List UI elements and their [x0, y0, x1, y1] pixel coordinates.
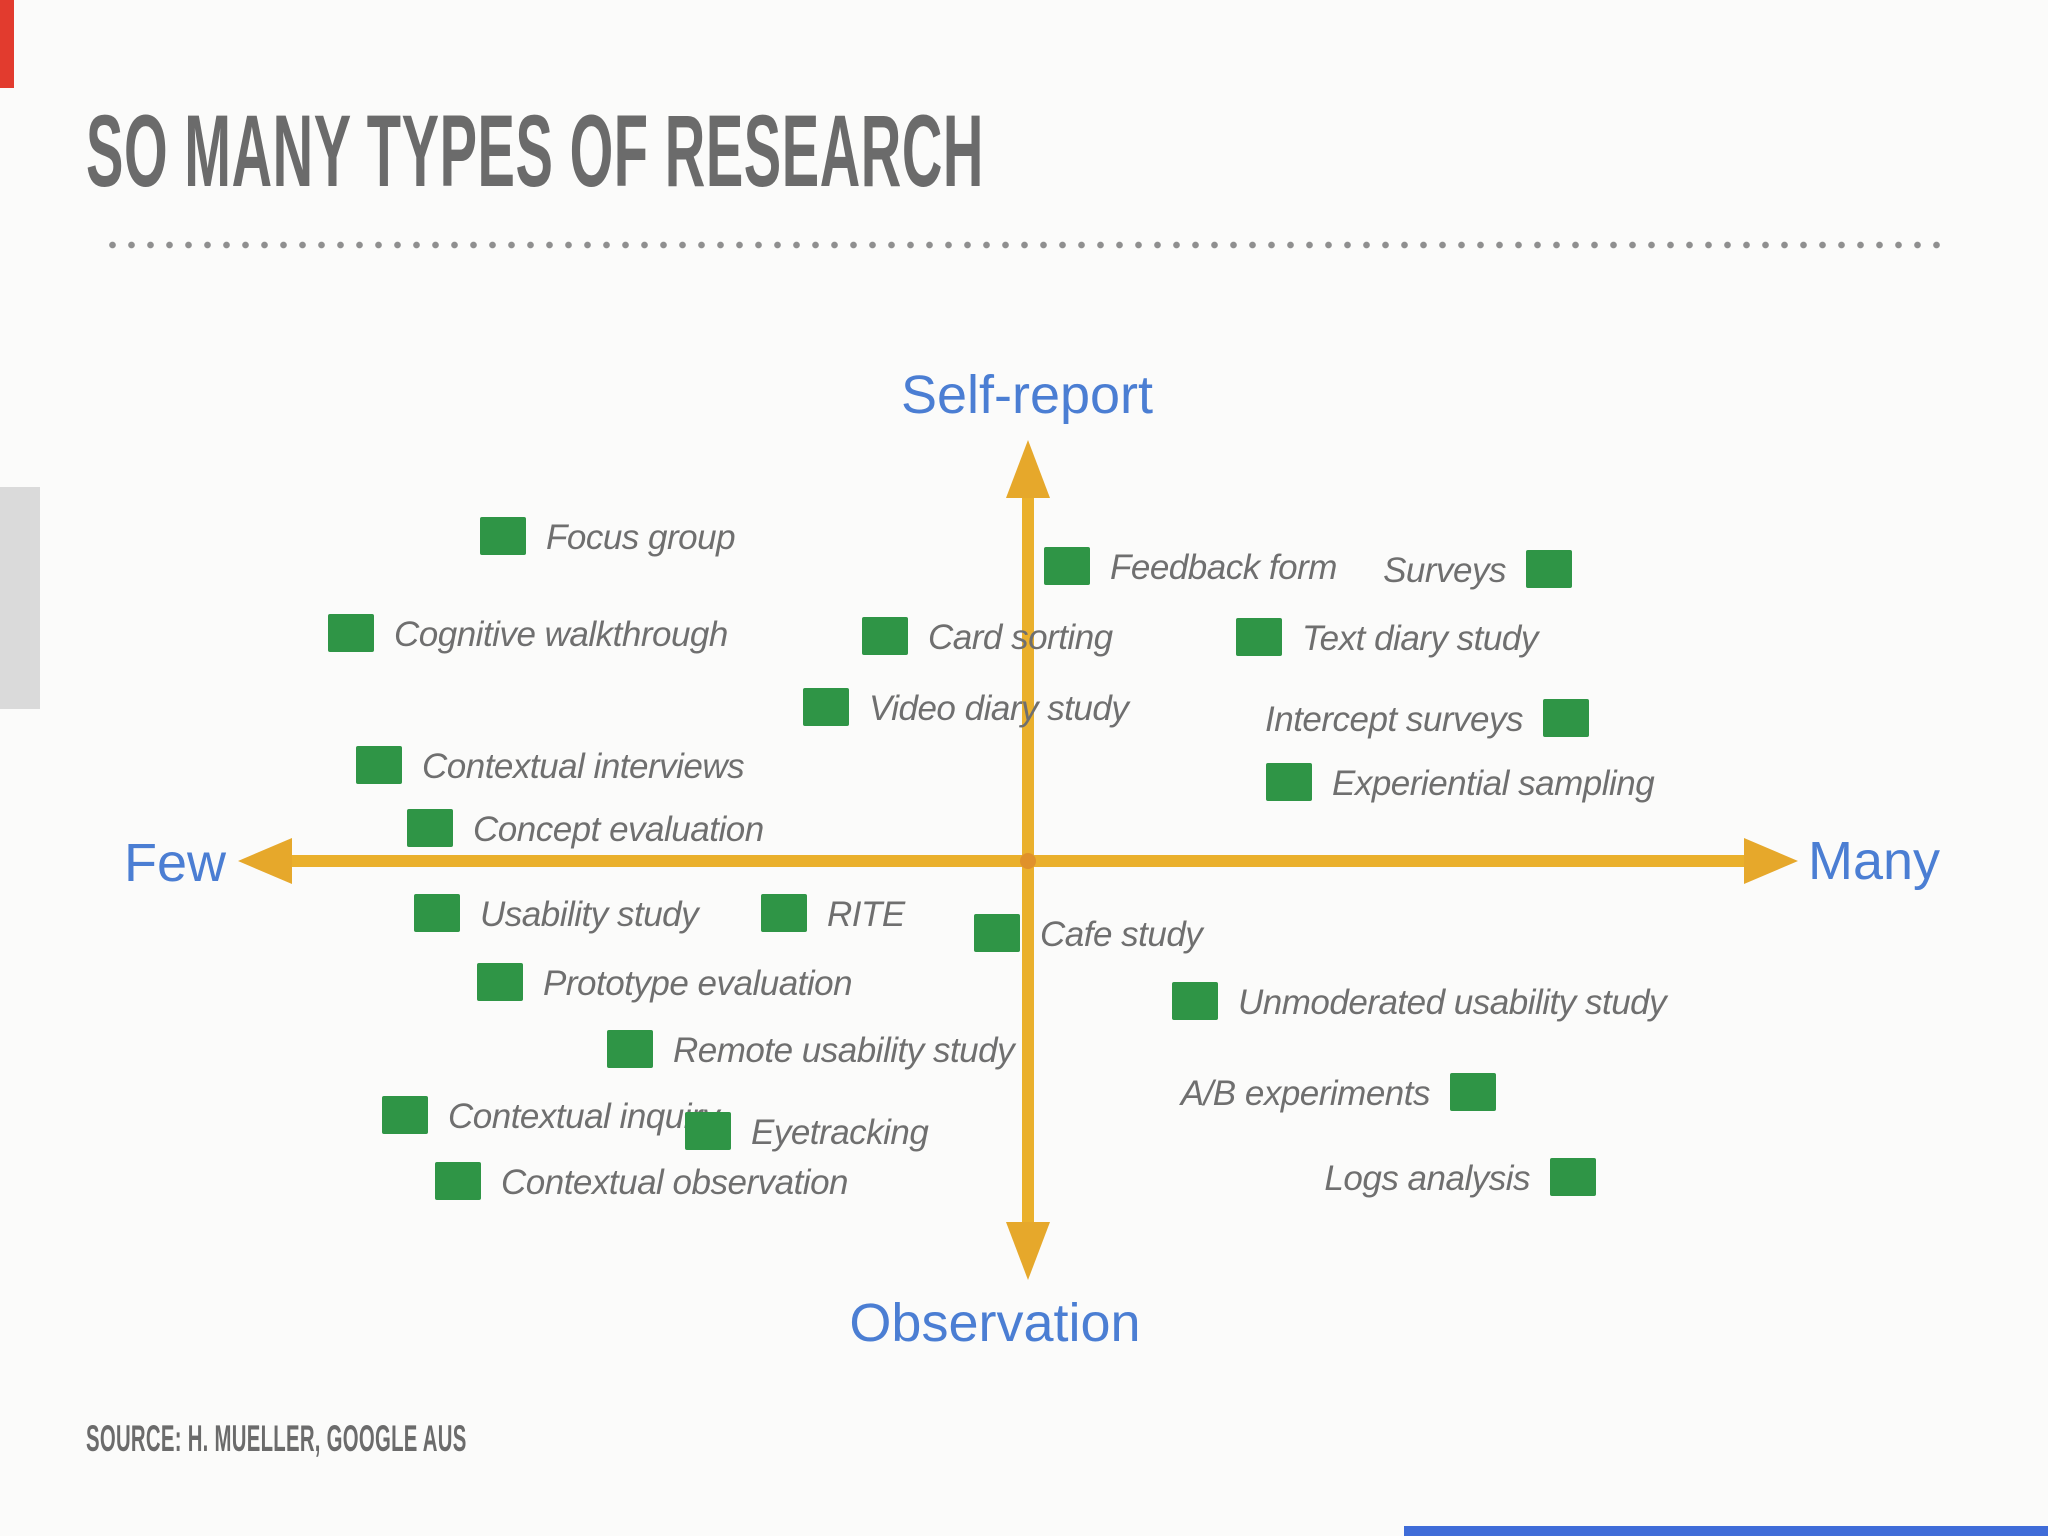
blue-bottom-strip — [1404, 1526, 2048, 1536]
x-axis-line — [288, 855, 1746, 867]
method-item: Contextual inquiry — [382, 1094, 720, 1136]
method-label: Video diary study — [869, 688, 1129, 728]
red-corner-strip — [0, 0, 14, 88]
method-item: Intercept surveys — [1265, 697, 1589, 739]
method-marker — [480, 517, 526, 555]
method-marker — [1172, 982, 1218, 1020]
method-item: Focus group — [480, 515, 736, 557]
method-label: Prototype evaluation — [543, 963, 853, 1003]
method-label: Experiential sampling — [1332, 763, 1655, 803]
y-axis-bottom-label: Observation — [849, 1293, 1141, 1353]
x-axis-left-label: Few — [124, 833, 227, 893]
method-label: Contextual observation — [501, 1162, 849, 1202]
y-axis-top-label: Self-report — [900, 365, 1154, 425]
method-item: Video diary study — [803, 686, 1129, 728]
gray-edge-strip — [0, 487, 40, 709]
method-marker — [328, 614, 374, 652]
method-item: Remote usability study — [607, 1028, 1015, 1070]
method-label: Contextual interviews — [422, 746, 745, 786]
method-marker — [761, 894, 807, 932]
method-marker — [382, 1096, 428, 1134]
method-item: Prototype evaluation — [477, 961, 853, 1003]
method-label: Contextual inquiry — [448, 1096, 720, 1136]
method-item: A/B experiments — [1181, 1071, 1496, 1113]
method-marker — [1450, 1073, 1496, 1111]
method-marker — [1526, 550, 1572, 588]
method-label: Focus group — [546, 517, 736, 557]
method-item: Cognitive walkthrough — [328, 612, 728, 654]
method-marker — [607, 1030, 653, 1068]
method-item: Contextual observation — [435, 1160, 849, 1202]
method-marker — [1266, 763, 1312, 801]
method-label: Cafe study — [1040, 914, 1203, 954]
method-marker — [356, 746, 402, 784]
method-label: Surveys — [1383, 550, 1506, 590]
method-label: Eyetracking — [751, 1112, 929, 1152]
x-axis-right-label: Many — [1808, 831, 1941, 891]
axis-origin-dot — [1020, 853, 1036, 869]
method-marker — [407, 809, 453, 847]
method-marker — [862, 617, 908, 655]
method-marker — [685, 1112, 731, 1150]
method-item: Contextual interviews — [356, 744, 745, 786]
method-item: Card sorting — [862, 615, 1113, 657]
method-item: Text diary study — [1236, 616, 1538, 658]
method-item: Feedback form — [1044, 545, 1337, 587]
method-label: Feedback form — [1110, 547, 1337, 587]
method-item: RITE — [761, 892, 905, 934]
method-label: Text diary study — [1302, 618, 1538, 658]
method-item: Logs analysis — [1324, 1156, 1596, 1198]
slide-title: SO MANY TYPES OF RESEARCH — [86, 94, 984, 208]
method-item: Eyetracking — [685, 1110, 929, 1152]
arrowhead-up-icon — [1006, 440, 1050, 498]
method-label: Usability study — [480, 894, 699, 934]
method-marker — [477, 963, 523, 1001]
method-marker — [1550, 1158, 1596, 1196]
method-marker — [1543, 699, 1589, 737]
method-label: Concept evaluation — [473, 809, 764, 849]
method-item: Experiential sampling — [1266, 761, 1655, 803]
method-item: Concept evaluation — [407, 807, 764, 849]
method-marker — [1236, 618, 1282, 656]
method-label: Cognitive walkthrough — [394, 614, 728, 654]
method-label: Intercept surveys — [1265, 699, 1524, 739]
method-label: Card sorting — [928, 617, 1113, 657]
source-attribution: SOURCE: H. MUELLER, GOOGLE AUS — [86, 1418, 467, 1459]
method-marker — [414, 894, 460, 932]
method-label: Remote usability study — [673, 1030, 1015, 1070]
method-label: Unmoderated usability study — [1238, 982, 1667, 1022]
method-item: Cafe study — [974, 912, 1203, 954]
method-marker — [435, 1162, 481, 1200]
method-label: RITE — [827, 894, 905, 934]
arrowhead-down-icon — [1006, 1222, 1050, 1280]
method-item: Unmoderated usability study — [1172, 980, 1667, 1022]
method-label: Logs analysis — [1324, 1158, 1530, 1198]
method-marker — [803, 688, 849, 726]
arrowhead-right-icon — [1744, 838, 1798, 884]
method-item: Surveys — [1383, 548, 1572, 590]
dotted-divider — [103, 241, 1948, 249]
method-marker — [974, 914, 1020, 952]
method-item: Usability study — [414, 892, 699, 934]
method-marker — [1044, 547, 1090, 585]
method-label: A/B experiments — [1180, 1073, 1431, 1113]
arrowhead-left-icon — [238, 838, 292, 884]
